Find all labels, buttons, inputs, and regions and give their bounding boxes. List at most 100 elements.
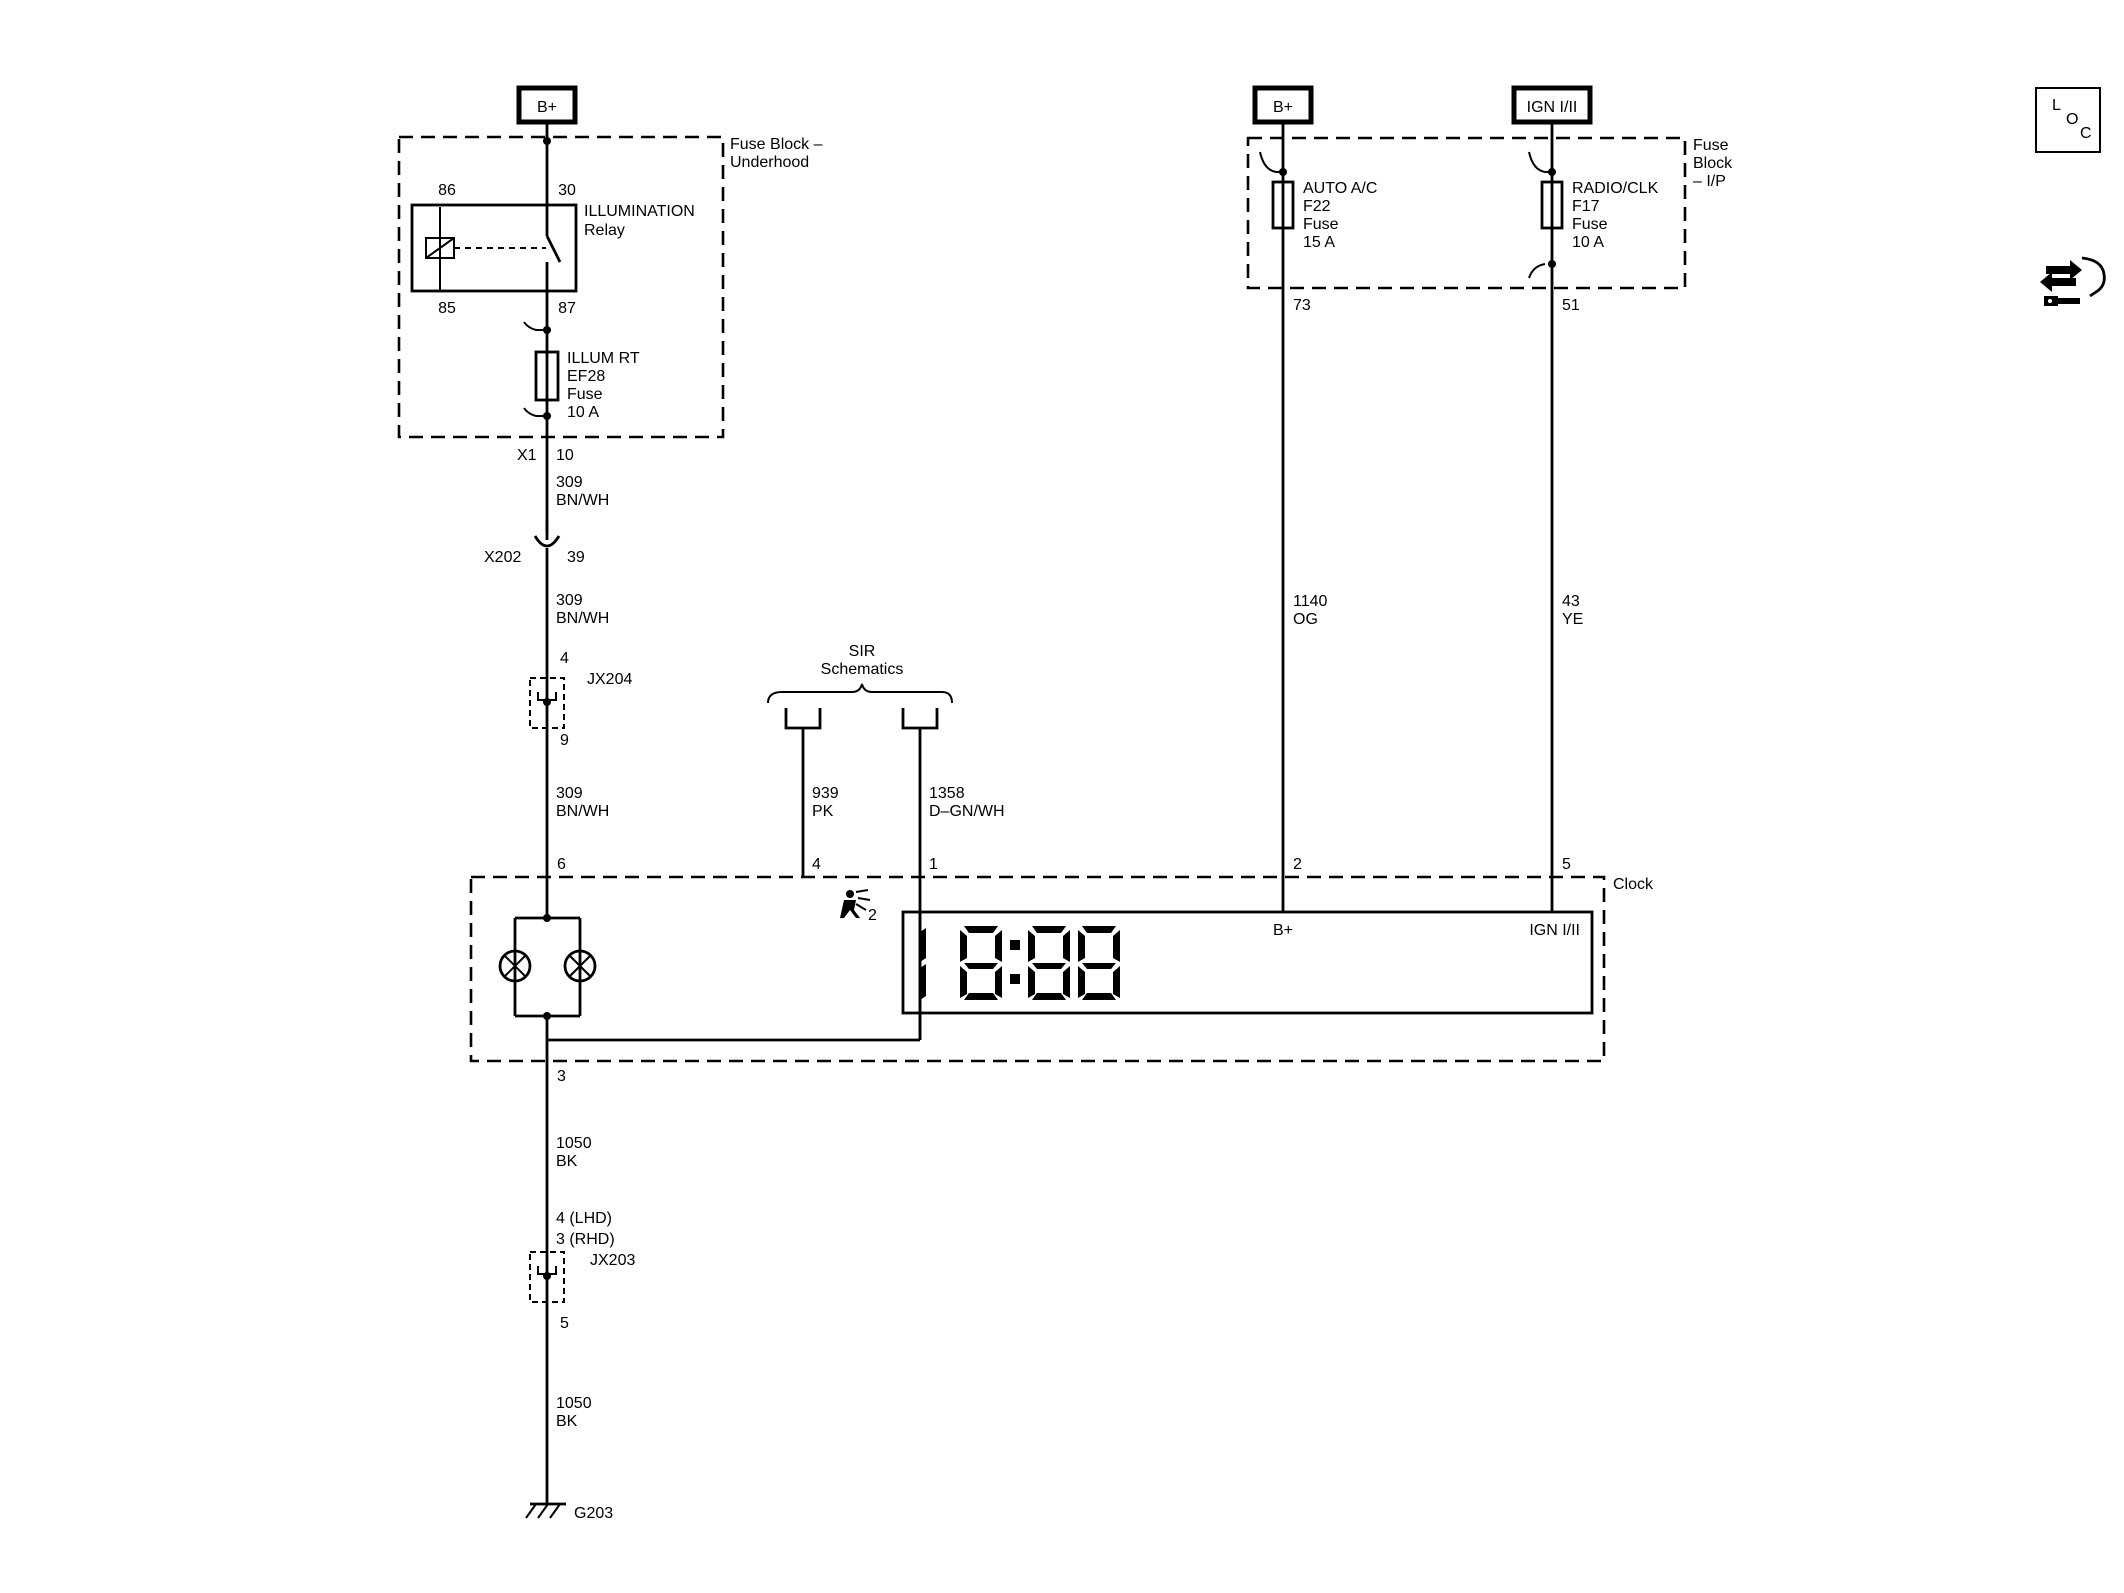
svg-text:JX203: JX203: [590, 1252, 635, 1269]
svg-text:ILLUM RT: ILLUM RT: [567, 350, 640, 367]
svg-text:10 A: 10 A: [567, 404, 599, 421]
relay-type: Relay: [584, 222, 625, 239]
clock-pin-1: 1: [929, 856, 938, 873]
clock-pin-3: 3: [557, 1068, 566, 1085]
fuse-block-ip-label-2: Block: [1693, 155, 1733, 172]
jx203-pin-top-rhd: 3 (RHD): [556, 1231, 615, 1248]
svg-text:BK: BK: [556, 1153, 578, 1170]
svg-text:AUTO A/C: AUTO A/C: [1303, 180, 1377, 197]
ign-terminal: IGN I/II: [1511, 85, 1593, 125]
svg-text:RADIO/CLK: RADIO/CLK: [1572, 180, 1659, 197]
relay-pin-87: 87: [558, 300, 576, 317]
svg-text:B+: B+: [1273, 99, 1293, 116]
clock-pin-4: 4: [812, 856, 821, 873]
fuse-f22: AUTO A/C F22 Fuse 15 A: [1259, 151, 1377, 251]
svg-text:2: 2: [868, 907, 877, 924]
svg-text:BK: BK: [556, 1413, 578, 1430]
fuse-block-underhood-label-2: Underhood: [730, 154, 809, 171]
wire-label-1050-b: 1050 BK: [556, 1395, 592, 1430]
svg-text:39: 39: [567, 549, 585, 566]
clock-display: [901, 910, 1594, 1015]
svg-text:43: 43: [1562, 593, 1580, 610]
clock-pin-5: 5: [1562, 856, 1571, 873]
wire-label-939: 939 PK: [812, 785, 839, 820]
svg-text:Fuse: Fuse: [1572, 216, 1608, 233]
illumination-lamps: [498, 914, 597, 1020]
relay-pin-86: 86: [438, 182, 456, 199]
svg-text:1358: 1358: [929, 785, 965, 802]
fuse-block-ip-label-3: – I/P: [1693, 173, 1726, 190]
ground-icon: G203: [525, 1502, 613, 1522]
f22-output-pin: 73: [1293, 297, 1311, 314]
clock-bplus-label: B+: [1273, 922, 1293, 939]
clock-pin-6: 6: [557, 856, 566, 873]
svg-text:Fuse: Fuse: [1303, 216, 1339, 233]
svg-text:309: 309: [556, 592, 583, 609]
relay-name: ILLUMINATION: [584, 203, 695, 220]
connector-x1: X1: [517, 447, 537, 464]
svg-text:YE: YE: [1562, 611, 1583, 628]
splice-dot: [543, 137, 551, 145]
svg-text:F22: F22: [1303, 198, 1331, 215]
svg-text:EF28: EF28: [567, 368, 605, 385]
svg-text:PK: PK: [812, 803, 834, 820]
fuse-block-underhood-label-1: Fuse Block –: [730, 136, 823, 153]
wire-label-43: 43 YE: [1562, 593, 1583, 628]
svg-text:10 A: 10 A: [1572, 234, 1604, 251]
svg-text:Fuse: Fuse: [567, 386, 603, 403]
relay-pin-30: 30: [558, 182, 576, 199]
svg-text:939: 939: [812, 785, 839, 802]
svg-text:B+: B+: [537, 99, 557, 116]
location-view-icon[interactable]: L O C: [2035, 87, 2101, 153]
svg-text:1050: 1050: [556, 1135, 592, 1152]
wire-label-1140: 1140 OG: [1293, 593, 1328, 628]
svg-text:1050: 1050: [556, 1395, 592, 1412]
clock-ign-label: IGN I/II: [1529, 922, 1580, 939]
jx204-pin-bottom: 9: [560, 732, 569, 749]
svg-text:SIR: SIR: [849, 643, 876, 660]
lamp-bulb-icon: [563, 949, 597, 983]
svg-text:C: C: [2080, 125, 2092, 142]
fuse-block-ip-label-1: Fuse: [1693, 137, 1729, 154]
wire-label-309-a: 309 BN/WH: [556, 474, 609, 509]
relay-switch-contact: [545, 235, 562, 263]
connector-end-view-icon[interactable]: [2040, 256, 2106, 306]
svg-text:Schematics: Schematics: [821, 661, 904, 678]
bplus-left-terminal: B+: [516, 85, 578, 125]
illumination-relay: 86 30 85 87 ILLUMINATION Relay: [410, 182, 695, 317]
jx203-pin-top-lhd: 4 (LHD): [556, 1210, 612, 1227]
wire-label-309-c: 309 BN/WH: [556, 785, 609, 820]
svg-text:L: L: [2052, 97, 2061, 114]
fuse-block-underhood-outline: [397, 135, 725, 439]
svg-text:309: 309: [556, 474, 583, 491]
svg-text:JX204: JX204: [587, 671, 632, 688]
svg-text:X202: X202: [484, 549, 521, 566]
clock-module-outline: [469, 875, 1606, 1063]
lamp-bulb-icon: [498, 949, 532, 983]
fuse-f17: RADIO/CLK F17 Fuse 10 A: [1528, 151, 1659, 279]
connector-jx204: JX204: [529, 671, 632, 729]
fuse-ef28: ILLUM RT EF28 Fuse 10 A: [523, 321, 640, 421]
svg-text:D–GN/WH: D–GN/WH: [929, 803, 1005, 820]
jx204-pin-top: 4: [560, 650, 569, 667]
svg-text:BN/WH: BN/WH: [556, 492, 609, 509]
ground-label: G203: [574, 1505, 613, 1522]
wire-label-309-b: 309 BN/WH: [556, 592, 609, 627]
clock-module-label: Clock: [1613, 876, 1654, 893]
fuse-block-ip-outline: [1246, 136, 1687, 290]
relay-pin-85: 85: [438, 300, 456, 317]
svg-text:O: O: [2066, 111, 2078, 128]
svg-text:BN/WH: BN/WH: [556, 803, 609, 820]
svg-text:15 A: 15 A: [1303, 234, 1335, 251]
svg-text:BN/WH: BN/WH: [556, 610, 609, 627]
wire-label-1050-a: 1050 BK: [556, 1135, 592, 1170]
connector-x202: X202 39: [484, 520, 585, 678]
jx203-pin-bottom: 5: [560, 1315, 569, 1332]
bplus-right-terminal: B+: [1252, 85, 1314, 125]
seven-segment-display-icon: [920, 926, 1120, 1000]
sir-schematics-reference[interactable]: SIR Schematics: [767, 643, 953, 1040]
svg-text:1140: 1140: [1293, 593, 1328, 610]
x1-pin: 10: [556, 447, 574, 464]
svg-text:OG: OG: [1293, 611, 1318, 628]
